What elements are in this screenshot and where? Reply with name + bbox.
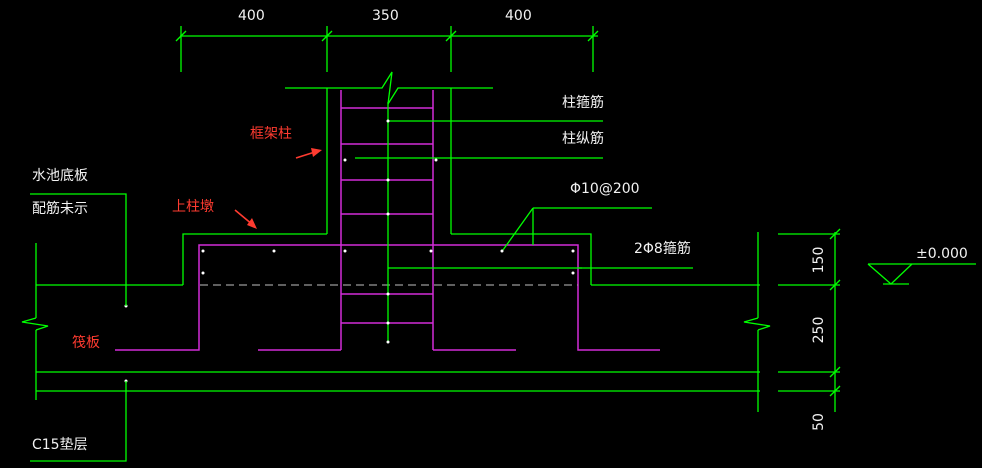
elevation-label: ±0.000 (916, 246, 968, 262)
column-top-break (285, 71, 493, 105)
right-dimension (778, 228, 841, 412)
label-column-longitudinal: 柱纵筋 (562, 130, 604, 147)
label-c15-cushion: C15垫层 (32, 437, 88, 453)
column-outline (182, 88, 592, 285)
label-pool-bottom-1: 水池底板 (32, 168, 88, 184)
column-longitudinal-rebar (258, 90, 516, 351)
dim-top-right: 400 (505, 8, 532, 24)
annotation-upper-pier: 上柱墩 (172, 199, 214, 215)
label-rebar-spacing: Φ10@200 (570, 181, 640, 197)
annotation-frame-column: 框架柱 (250, 126, 292, 142)
dim-right-top: 150 (811, 247, 827, 274)
arrow-frame-column (295, 148, 322, 159)
slab-lines (21, 232, 771, 412)
elevation-symbol (867, 263, 976, 285)
dim-right-bottom: 50 (811, 413, 827, 431)
left-leaders (30, 193, 127, 462)
annotation-raft: 筏板 (72, 334, 100, 351)
dim-right-middle: 250 (811, 317, 827, 344)
label-pool-bottom-2: 配筋未示 (32, 200, 88, 217)
label-2phi8-stirrup: 2Φ8箍筋 (634, 240, 691, 257)
dim-top-left: 400 (238, 8, 265, 24)
rebar-dots (124, 119, 575, 383)
label-column-stirrup: 柱箍筋 (562, 94, 604, 111)
top-dimension (175, 26, 599, 72)
dim-top-middle: 350 (372, 8, 399, 24)
center-rebar (355, 102, 693, 342)
arrow-upper-pier (234, 209, 257, 229)
